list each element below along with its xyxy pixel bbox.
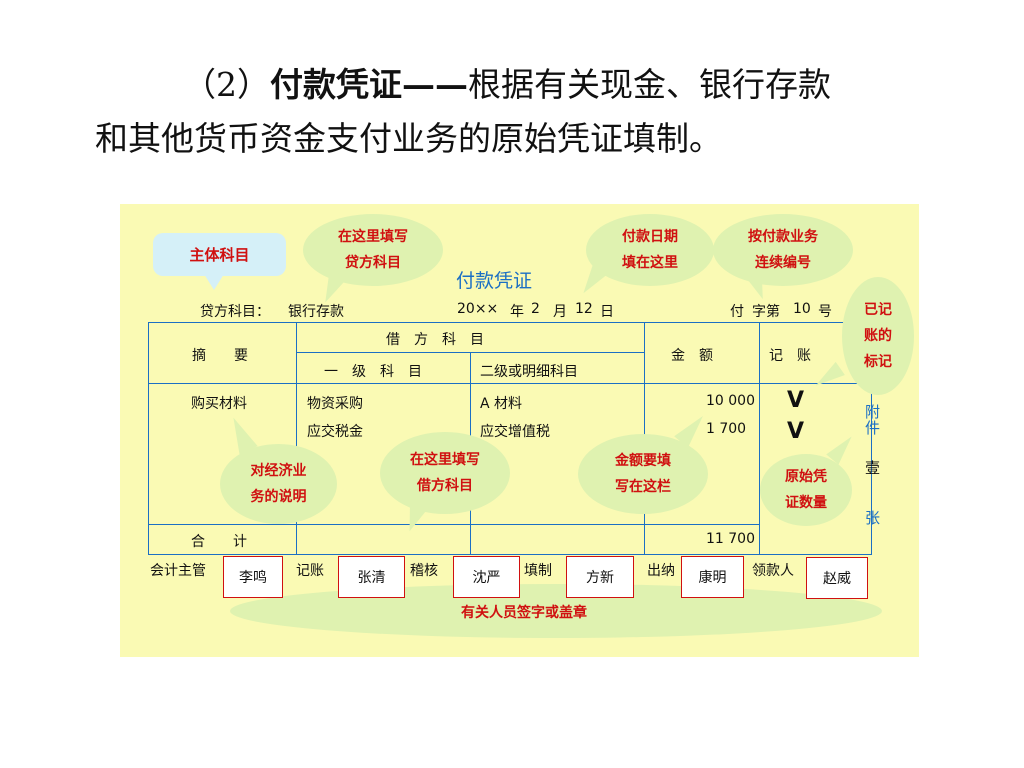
sig-role-payee: 领款人 bbox=[752, 563, 794, 579]
col-debit-account: 借 方 科 目 bbox=[386, 332, 484, 348]
row1-amount: 10 000 bbox=[706, 393, 755, 409]
sig-role-cashier: 出纳 bbox=[647, 563, 675, 579]
col-summary: 摘 要 bbox=[192, 348, 248, 364]
sig-name-cashier: 康明 bbox=[681, 556, 744, 598]
sig-role-bookkeeper: 记账 bbox=[296, 563, 324, 579]
voucher-figure: 付款凭证 贷方科目： 银行存款 20×× 年 2 月 12 日 付 字第 10 … bbox=[120, 204, 919, 657]
slide-heading: （2）付款凭证——根据有关现金、银行存款 和其他货币资金支付业务的原始凭证填制。 bbox=[95, 58, 975, 166]
callout-debit: 在这里填写 借方科目 bbox=[380, 432, 510, 514]
sig-name-preparer: 方新 bbox=[566, 556, 634, 598]
col-sub-level: 二级或明细科目 bbox=[480, 364, 578, 380]
number-value: 10 bbox=[793, 301, 811, 317]
heading-prefix: （2） bbox=[183, 65, 270, 104]
total-label: 合 计 bbox=[191, 534, 247, 550]
sig-name-payee: 赵威 bbox=[806, 557, 868, 599]
sig-name-auditor: 沈严 bbox=[453, 556, 520, 598]
row2-first-level: 应交税金 bbox=[307, 424, 363, 440]
credit-account-label: 贷方科目： bbox=[200, 304, 270, 320]
row2-posted-mark: V bbox=[787, 419, 805, 444]
number-label-b: 号 bbox=[818, 304, 832, 320]
total-amount: 11 700 bbox=[706, 531, 755, 547]
voucher-title: 付款凭证 bbox=[456, 270, 533, 292]
callout-posted-mark: 已记 账的 标记 bbox=[842, 277, 914, 395]
date-month: 2 bbox=[531, 301, 540, 317]
heading-line-2: 和其他货币资金支付业务的原始凭证填制。 bbox=[95, 119, 722, 158]
attachment-unit: 张 bbox=[865, 509, 881, 527]
row1-posted-mark: V bbox=[787, 388, 805, 413]
date-day-label: 日 bbox=[600, 304, 614, 320]
callout-attachments: 原始凭 证数量 bbox=[760, 454, 852, 526]
date-day: 12 bbox=[575, 301, 593, 317]
row1-first-level: 物资采购 bbox=[307, 396, 363, 412]
attachment-label-b: 件 bbox=[865, 419, 881, 437]
col-posted: 记 账 bbox=[769, 348, 811, 364]
date-year: 20×× bbox=[457, 301, 499, 317]
row1-summary: 购买材料 bbox=[191, 396, 247, 412]
callout-credit: 在这里填写 贷方科目 bbox=[303, 214, 443, 286]
col-amount: 金 额 bbox=[671, 348, 713, 364]
date-year-label: 年 bbox=[510, 304, 524, 320]
callout-subject: 主体科目 bbox=[153, 233, 286, 276]
sig-role-preparer: 填制 bbox=[524, 563, 552, 579]
callout-date: 付款日期 填在这里 bbox=[586, 214, 714, 286]
date-month-label: 月 bbox=[553, 304, 567, 320]
sig-role-chief: 会计主管 bbox=[150, 563, 206, 579]
callout-signers: 有关人员签字或盖章 bbox=[461, 605, 587, 621]
attachment-label-a: 附 bbox=[865, 403, 881, 421]
attachment-count: 壹 bbox=[865, 459, 881, 477]
voucher-table: 摘 要 借 方 科 目 一 级 科 目 二级或明细科目 金 额 记 账 购买材料… bbox=[148, 322, 872, 555]
callout-sequence: 按付款业务 连续编号 bbox=[713, 214, 853, 286]
row2-sub-level: 应交增值税 bbox=[480, 424, 550, 440]
number-prefix: 付 bbox=[730, 304, 744, 320]
credit-account-value: 银行存款 bbox=[288, 304, 344, 320]
col-first-level: 一 级 科 目 bbox=[324, 364, 422, 380]
heading-line1-rest: 根据有关现金、银行存款 bbox=[468, 65, 831, 104]
heading-line-1: （2）付款凭证——根据有关现金、银行存款 bbox=[95, 58, 975, 112]
callout-amount: 金额要填 写在这栏 bbox=[578, 434, 708, 514]
row1-sub-level: A 材料 bbox=[480, 396, 523, 412]
number-label-a: 字第 bbox=[752, 304, 780, 320]
callout-summary: 对经济业 务的说明 bbox=[220, 444, 337, 524]
heading-term: 付款凭证—— bbox=[270, 65, 468, 104]
sig-role-auditor: 稽核 bbox=[410, 563, 438, 579]
sig-name-chief: 李鸣 bbox=[223, 556, 283, 598]
row2-amount: 1 700 bbox=[706, 421, 747, 437]
sig-name-bookkeeper: 张清 bbox=[338, 556, 405, 598]
